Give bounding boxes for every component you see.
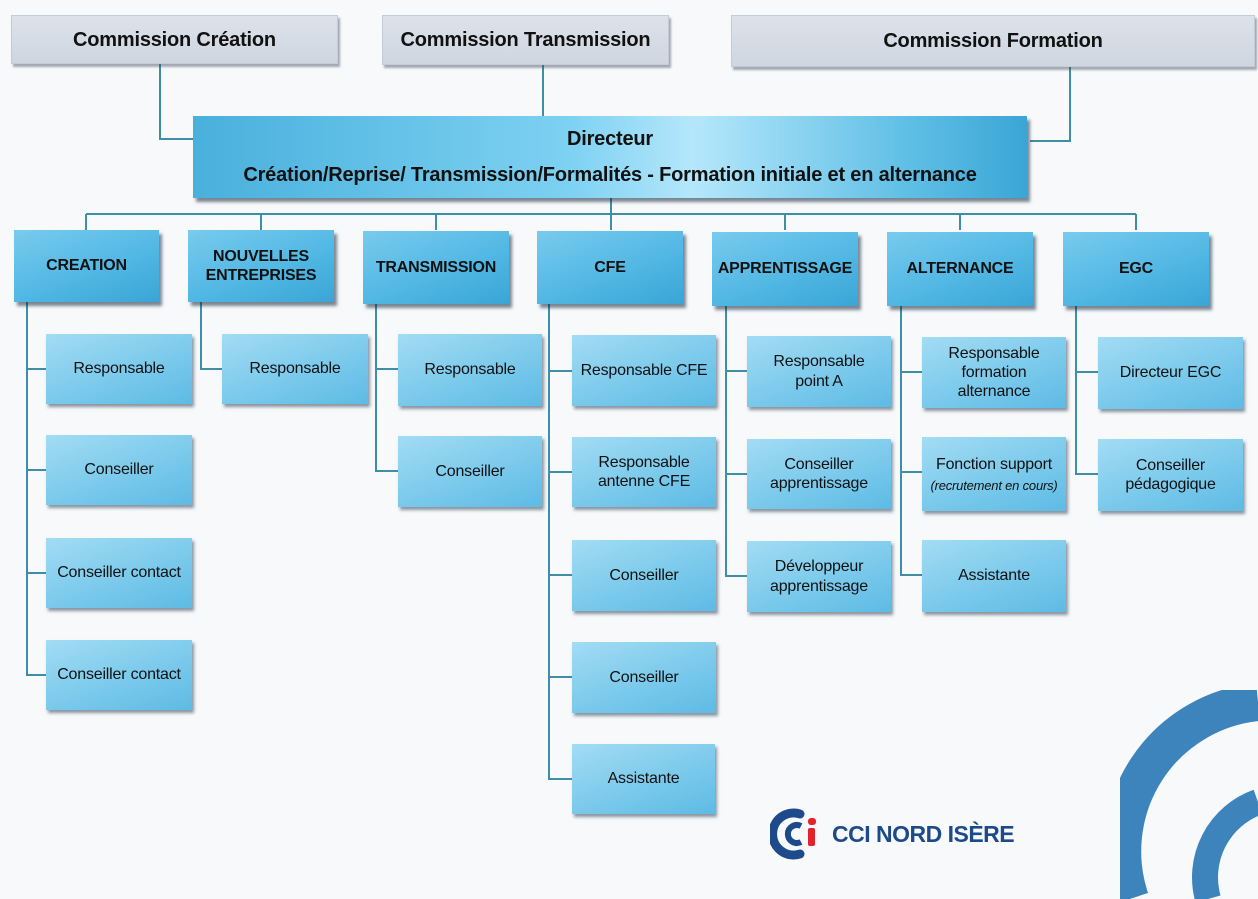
department-label: EGC bbox=[1118, 260, 1154, 278]
role-box: Conseiller bbox=[572, 642, 716, 713]
role-box: Responsable CFE bbox=[572, 335, 716, 406]
role-label: Responsable bbox=[249, 360, 341, 378]
role-box: Assistante bbox=[572, 744, 715, 814]
role-box: Responsable bbox=[46, 334, 192, 404]
department-apprentissage: APPRENTISSAGE bbox=[712, 232, 858, 306]
role-box: Conseiller bbox=[46, 435, 192, 505]
role-box: Fonction support (recrutement en cours) bbox=[922, 437, 1066, 511]
role-box: Assistante bbox=[922, 540, 1066, 612]
role-box: Conseiller apprentissage bbox=[747, 439, 891, 509]
role-box: Directeur EGC bbox=[1098, 337, 1243, 409]
role-box: Conseiller contact bbox=[46, 640, 192, 710]
role-box: Conseiller bbox=[398, 436, 542, 507]
director-title: Directeur bbox=[566, 128, 653, 150]
role-label: Fonction support bbox=[936, 455, 1052, 473]
role-box: Responsable bbox=[222, 334, 368, 404]
role-label: Conseiller contact bbox=[57, 564, 181, 582]
role-label: Responsable antenne CFE bbox=[597, 453, 691, 490]
commission-label: Commission Transmission bbox=[400, 29, 651, 51]
department-label: CFE bbox=[594, 258, 626, 276]
department-transmission: TRANSMISSION bbox=[363, 231, 509, 304]
role-box: Responsable antenne CFE bbox=[572, 437, 716, 507]
department-label: TRANSMISSION bbox=[375, 258, 497, 276]
role-label: Conseiller bbox=[435, 462, 505, 480]
role-box: Responsable bbox=[398, 334, 542, 406]
role-label: Conseiller apprentissage bbox=[770, 455, 868, 492]
commission-transmission-box: Commission Transmission bbox=[382, 15, 669, 65]
role-box: Conseiller pédagogique bbox=[1098, 439, 1243, 511]
role-label: Conseiller pédagogique bbox=[1125, 456, 1216, 493]
role-label: Responsable CFE bbox=[580, 361, 708, 379]
role-label: Développeur apprentissage bbox=[770, 558, 868, 595]
role-label: Assistante bbox=[607, 770, 680, 788]
department-cfe: CFE bbox=[537, 231, 683, 304]
cci-logo-icon bbox=[770, 808, 816, 860]
department-creation: CREATION bbox=[14, 230, 159, 302]
role-label: Responsable point A bbox=[773, 353, 865, 390]
role-label: Conseiller bbox=[609, 566, 679, 584]
department-alternance: ALTERNANCE bbox=[887, 232, 1033, 306]
role-label: Conseiller contact bbox=[57, 666, 181, 684]
role-label: Conseiller bbox=[84, 461, 154, 479]
role-label: Responsable formation alternance bbox=[948, 344, 1040, 401]
department-egc: EGC bbox=[1063, 232, 1209, 306]
logo-text: CCI NORD ISÈRE bbox=[832, 820, 1015, 847]
corner-arcs-decoration bbox=[1120, 690, 1258, 899]
director-subtitle: Création/Reprise/ Transmission/Formalité… bbox=[243, 164, 977, 186]
role-box: Conseiller contact bbox=[46, 538, 192, 608]
role-label: Responsable bbox=[424, 361, 516, 379]
role-note: (recrutement en cours) bbox=[930, 477, 1058, 493]
commission-label: Commission Formation bbox=[883, 30, 1103, 52]
department-nouvelles-entreprises: NOUVELLES ENTREPRISES bbox=[188, 230, 334, 302]
director-box: Directeur Création/Reprise/ Transmission… bbox=[193, 116, 1027, 198]
commission-formation-box: Commission Formation bbox=[731, 15, 1255, 67]
role-label: Assistante bbox=[958, 567, 1030, 585]
role-box: Développeur apprentissage bbox=[747, 541, 891, 612]
cci-nord-isere-logo: CCI NORD ISÈRE bbox=[770, 808, 1015, 860]
role-label: Directeur EGC bbox=[1119, 364, 1222, 382]
department-label: CREATION bbox=[46, 257, 127, 275]
commission-creation-box: Commission Création bbox=[11, 15, 338, 64]
role-label: Conseiller bbox=[609, 668, 679, 686]
role-label: Responsable bbox=[73, 360, 165, 378]
department-label: APPRENTISSAGE bbox=[717, 260, 853, 278]
department-label: NOUVELLES ENTREPRISES bbox=[205, 247, 317, 284]
role-box: Responsable formation alternance bbox=[922, 337, 1066, 408]
role-box: Responsable point A bbox=[747, 336, 891, 407]
commission-label: Commission Création bbox=[73, 28, 276, 51]
role-box: Conseiller bbox=[572, 540, 716, 611]
department-label: ALTERNANCE bbox=[906, 260, 1014, 278]
